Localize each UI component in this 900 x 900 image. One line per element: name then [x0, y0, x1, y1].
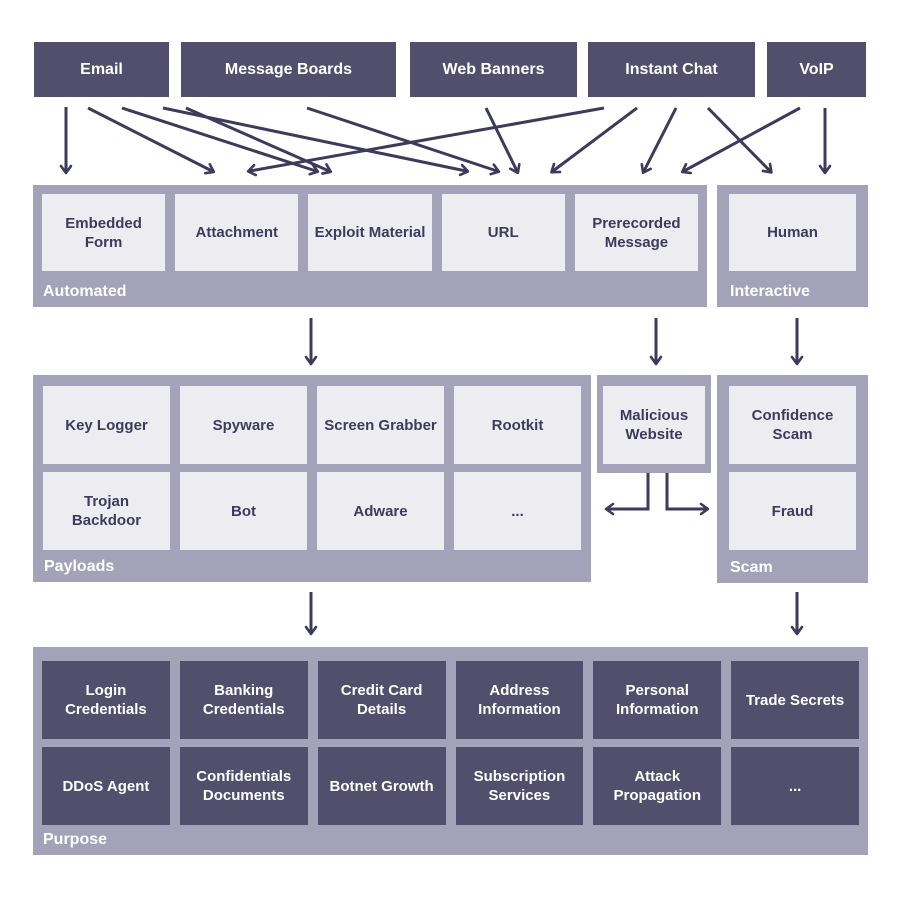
edge-instant-chat-to-prerecorded-message — [640, 107, 678, 175]
box-confidentials-documents: Confidentials Documents — [179, 747, 308, 825]
box-login-credentials: Login Credentials — [42, 661, 170, 739]
node-email: Email — [34, 42, 169, 97]
edge-malicious-website-to-scam — [665, 473, 710, 516]
edge-voip-to-prerecorded-message — [680, 106, 801, 175]
box-exploit-material: Exploit Material — [308, 194, 432, 271]
group-label-automated: Automated — [43, 283, 127, 300]
edge-email-to-exploit-material — [121, 106, 320, 176]
node-instant-chat: Instant Chat — [588, 42, 755, 97]
box-key-logger: Key Logger — [43, 386, 170, 464]
node-web-banners: Web Banners — [410, 42, 577, 97]
box-attack-propagation: Attack Propagation — [593, 747, 722, 825]
box-confidence-scam: Confidence Scam — [729, 386, 856, 464]
box-rootkit: Rootkit — [454, 386, 581, 464]
box-screen-grabber: Screen Grabber — [317, 386, 444, 464]
group-grid: Malicious Website — [603, 386, 705, 464]
edge-malicious-website-to-payloads — [604, 473, 650, 516]
box-payloads-more: ... — [454, 472, 581, 550]
box-attachment: Attachment — [175, 194, 299, 271]
edge-message-boards-to-url — [306, 106, 501, 176]
box-botnet-growth: Botnet Growth — [317, 747, 446, 825]
group-interactive: Human Interactive — [717, 185, 868, 307]
box-credit-card-details: Credit Card Details — [317, 661, 446, 739]
box-trade-secrets: Trade Secrets — [731, 661, 859, 739]
box-prerecorded-message: Prerecorded Message — [574, 194, 698, 271]
group-grid: Human — [729, 194, 856, 271]
box-human: Human — [729, 194, 856, 271]
box-embedded-form: Embedded Form — [42, 194, 166, 271]
box-trojan-backdoor: Trojan Backdoor — [43, 472, 170, 550]
box-malicious-website: Malicious Website — [603, 386, 705, 464]
edge-instant-chat-to-url — [550, 106, 638, 174]
box-personal-information: Personal Information — [593, 661, 722, 739]
box-url: URL — [441, 194, 565, 271]
box-fraud: Fraud — [729, 472, 856, 550]
node-voip: VoIP — [767, 42, 866, 97]
group-label-scam: Scam — [730, 559, 773, 576]
box-subscription-services: Subscription Services — [455, 747, 584, 825]
group-malicious-website: Malicious Website — [597, 375, 711, 473]
box-bot: Bot — [180, 472, 307, 550]
edge-web-banners-to-url — [484, 107, 521, 175]
box-purpose-more: ... — [731, 747, 859, 825]
box-spyware: Spyware — [180, 386, 307, 464]
edge-message-boards-to-exploit-material — [185, 106, 333, 175]
group-label-purpose: Purpose — [43, 831, 108, 848]
edge-instant-chat-to-attachment — [246, 106, 605, 177]
box-adware: Adware — [317, 472, 444, 550]
edge-email-to-url — [162, 106, 470, 177]
edge-email-to-attachment — [87, 106, 216, 175]
node-message-boards: Message Boards — [181, 42, 396, 97]
edge-instant-chat-to-human — [706, 106, 773, 174]
group-label-interactive: Interactive — [730, 283, 811, 300]
box-ddos-agent: DDoS Agent — [42, 747, 170, 825]
box-address-information: Address Information — [455, 661, 584, 739]
group-label-payloads: Payloads — [44, 558, 115, 575]
box-banking-credentials: Banking Credentials — [179, 661, 308, 739]
